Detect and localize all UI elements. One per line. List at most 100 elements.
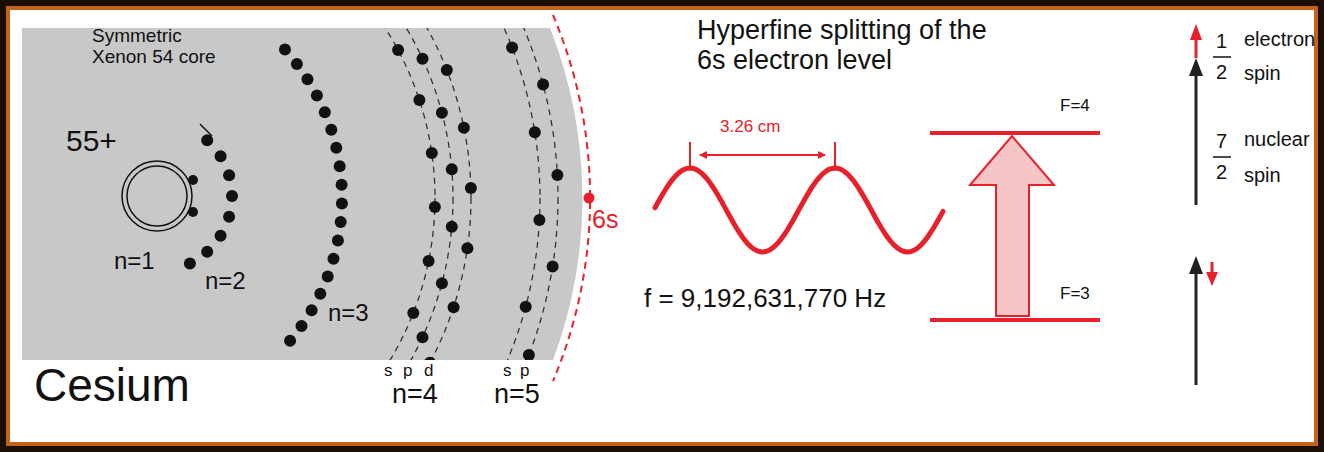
electron-dot xyxy=(296,320,308,332)
electron-dot xyxy=(302,73,314,85)
subshell-label: p xyxy=(520,362,529,381)
dim-tick xyxy=(689,142,691,168)
electron-dot xyxy=(417,53,429,65)
electron-dot xyxy=(392,44,404,56)
electron-dot xyxy=(215,150,227,162)
electron-dot xyxy=(314,288,326,300)
fraction-digit: 1 xyxy=(1216,30,1227,52)
electron-dot xyxy=(322,271,334,283)
subshell-line xyxy=(0,0,471,452)
electron-dot xyxy=(319,106,331,118)
subshell-label: d xyxy=(424,362,433,381)
electron-dot xyxy=(465,182,477,194)
electron-dot xyxy=(523,349,535,361)
electron-dot xyxy=(184,257,196,269)
electron-dot xyxy=(332,235,344,247)
fraction-digit: 7 xyxy=(1216,130,1227,152)
orbital-label: 6s xyxy=(592,206,618,234)
fraction-digit: 2 xyxy=(1216,61,1227,83)
electron-dot xyxy=(284,335,296,347)
electron-dot xyxy=(223,169,235,181)
tick xyxy=(200,124,212,136)
spin-label: spin xyxy=(1244,62,1281,84)
electron-dot xyxy=(426,147,438,159)
spin-label: nuclear xyxy=(1244,128,1310,150)
electron-dot xyxy=(446,163,458,175)
subshell-line xyxy=(0,0,453,452)
electron-dot xyxy=(506,42,518,54)
electron-dot xyxy=(461,242,473,254)
electron-dot xyxy=(201,246,213,258)
shells xyxy=(0,0,563,452)
transition-arrow xyxy=(970,136,1054,316)
electron-dot xyxy=(188,207,198,217)
shell-label: n=1 xyxy=(114,248,155,274)
subshell-line xyxy=(0,0,540,452)
nucleus-ring xyxy=(127,166,187,226)
electron-dot xyxy=(448,301,460,313)
electron-dot xyxy=(441,64,453,76)
microwave xyxy=(655,168,943,252)
electron-dot xyxy=(336,198,348,210)
6s-electron xyxy=(584,193,595,204)
level-label: F=4 xyxy=(1060,97,1090,116)
panel xyxy=(8,8,1316,444)
subshell-label: p xyxy=(403,362,412,381)
core-region xyxy=(22,28,582,360)
electron-dot xyxy=(436,107,448,119)
electron-dot xyxy=(330,142,342,154)
electron-dot xyxy=(188,175,198,185)
electron-dot xyxy=(328,253,340,265)
shell-label: n=2 xyxy=(205,268,246,294)
level-f3 xyxy=(930,318,1100,322)
fraction-bar xyxy=(1213,156,1231,158)
dim-line xyxy=(700,154,825,156)
electron-dot xyxy=(458,122,470,134)
fraction-bar xyxy=(1213,56,1231,58)
subshell-label: s xyxy=(503,362,512,381)
electron-dot xyxy=(226,190,238,202)
electron-dot xyxy=(215,230,227,242)
electron-dot xyxy=(291,58,303,70)
electron-dot xyxy=(533,214,545,226)
spin-arrow-head xyxy=(1189,58,1203,76)
electron-dot xyxy=(336,179,348,191)
electron-dot xyxy=(429,201,441,213)
shell-label: n=3 xyxy=(328,300,369,326)
electron-dot xyxy=(306,304,318,316)
subshell-line xyxy=(0,0,435,452)
electron-dot xyxy=(417,331,429,343)
shell-label: n=4 xyxy=(392,380,438,410)
title: Hyperfine splitting of the 6s electron l… xyxy=(697,16,1015,75)
shell-label: n=5 xyxy=(494,380,540,410)
electron-dot xyxy=(407,307,419,319)
dim-tick xyxy=(834,142,836,168)
electron-dot xyxy=(223,211,235,223)
subshell-line xyxy=(0,0,558,452)
spin-arrow xyxy=(1195,72,1198,205)
frequency-label: f = 9,192,631,770 Hz xyxy=(644,284,886,313)
dim-line xyxy=(700,154,825,156)
electron-dot xyxy=(334,160,346,172)
electron-spin-head xyxy=(1190,24,1202,40)
nucleus-ring xyxy=(122,161,192,231)
electron-dot xyxy=(537,79,549,91)
electron-dot xyxy=(335,216,347,228)
spin-arrow xyxy=(1195,270,1198,385)
electron-dot xyxy=(436,277,448,289)
core-label: Symmetric Xenon 54 core xyxy=(92,26,230,68)
spin-arrow-head xyxy=(1189,256,1203,274)
element-name: Cesium xyxy=(34,360,190,411)
electron-dot xyxy=(423,255,435,267)
electron-dot xyxy=(520,301,532,313)
level-label: F=3 xyxy=(1060,285,1090,304)
electron-spin-head xyxy=(1206,272,1218,286)
spin-label: electron xyxy=(1244,28,1315,50)
spin-label: spin xyxy=(1244,164,1281,186)
wavelength-label: 3.26 cm xyxy=(720,118,780,137)
electron-dot xyxy=(311,89,323,101)
level-f4 xyxy=(930,131,1100,135)
electron-dot xyxy=(325,124,337,136)
